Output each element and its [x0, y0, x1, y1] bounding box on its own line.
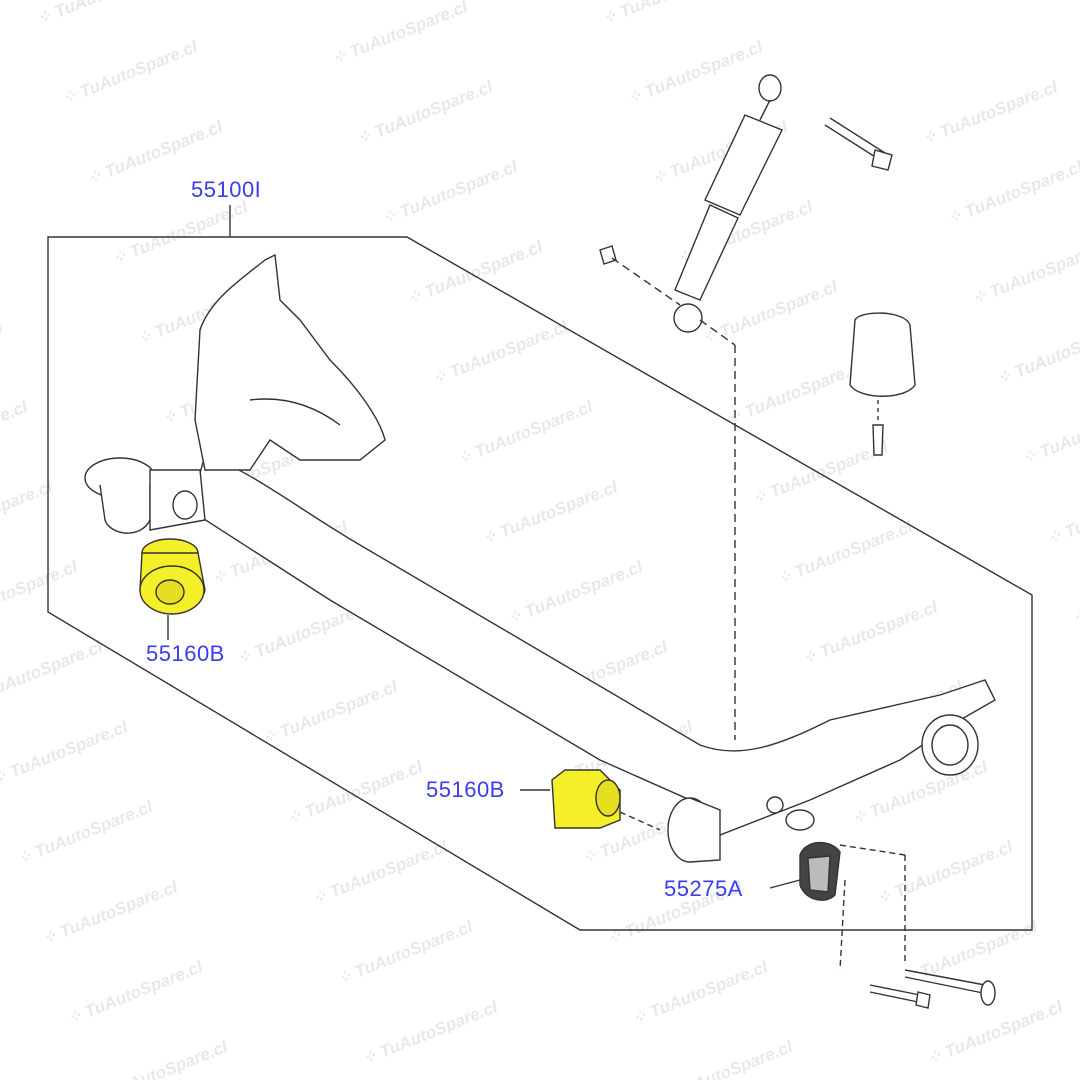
- shock-absorber: [599, 74, 893, 333]
- part-label-55100I[interactable]: 55100I: [191, 177, 262, 202]
- bump-stopper: [849, 312, 916, 456]
- leader-shock: [699, 319, 736, 346]
- bracket-part: [769, 841, 996, 1009]
- part-label-55275A[interactable]: 55275A: [664, 876, 743, 901]
- torsion-beam-axle: [84, 253, 996, 863]
- part-label-55160B-right[interactable]: 55160B: [426, 777, 505, 802]
- assembly-frame: [47, 236, 1033, 931]
- leader-nut: [611, 257, 681, 306]
- part-label-55160B-left[interactable]: 55160B: [146, 641, 225, 666]
- bushing-right-highlight: [520, 769, 661, 831]
- bushing-left-highlight: [139, 538, 206, 640]
